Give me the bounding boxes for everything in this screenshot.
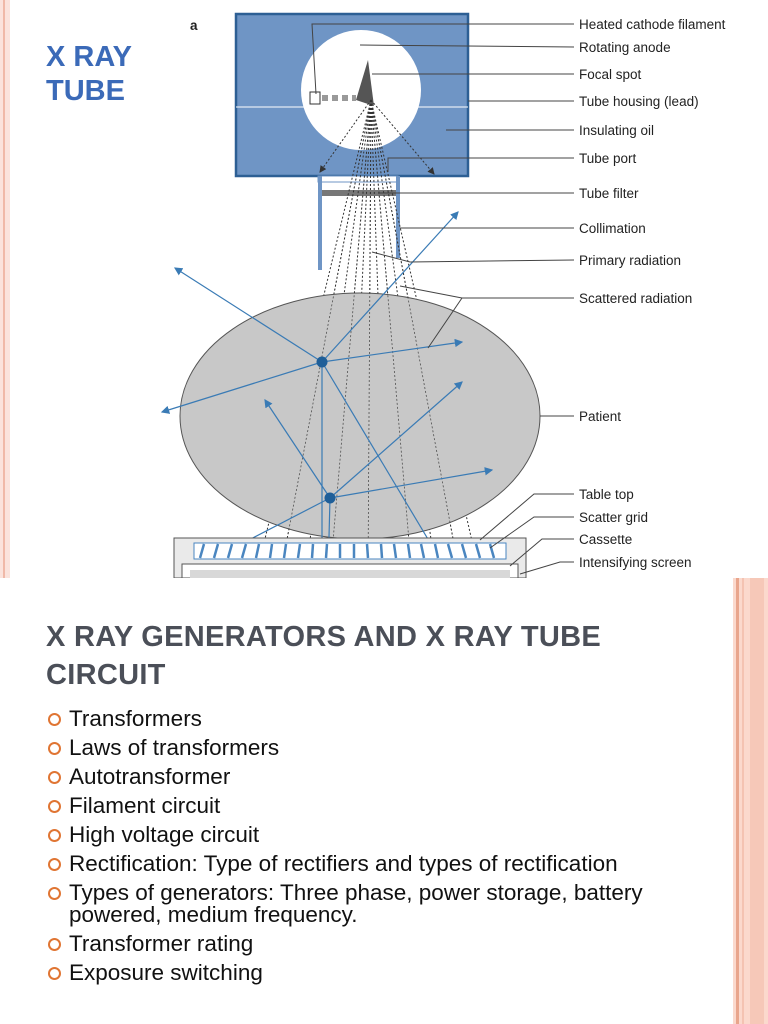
list-item-text: High voltage circuit xyxy=(69,822,260,847)
bullet-ring-icon xyxy=(48,858,61,871)
bullet-ring-icon xyxy=(48,967,61,980)
list-item-text: Autotransformer xyxy=(69,764,231,789)
bullet-ring-icon xyxy=(48,829,61,842)
left-decorative-stripe xyxy=(0,0,10,578)
list-item-text: Transformers xyxy=(69,706,202,731)
label-tube-filter: Tube filter xyxy=(579,186,639,201)
bullet-ring-icon xyxy=(48,713,61,726)
list-item: Filament circuit xyxy=(46,793,686,818)
grid-lamellae xyxy=(198,543,496,559)
label-insulating-oil: Insulating oil xyxy=(579,123,654,138)
list-item-text: Exposure switching xyxy=(69,960,263,985)
list-item-text: Transformer rating xyxy=(69,931,254,956)
bullet-ring-icon xyxy=(48,887,61,900)
topic-list: Transformers Laws of transformers Autotr… xyxy=(46,706,686,991)
scatter-point-1 xyxy=(316,356,328,368)
bullet-ring-icon xyxy=(48,771,61,784)
slide-title: X RAY TUBE xyxy=(46,41,132,107)
list-item: Rectification: Type of rectifiers and ty… xyxy=(46,851,686,876)
label-leader-lines xyxy=(311,23,575,575)
label-heated-cathode-filament: Heated cathode filament xyxy=(579,17,726,32)
list-item: Laws of transformers xyxy=(46,735,686,760)
list-item-text: Laws of transformers xyxy=(69,735,280,760)
list-item: Autotransformer xyxy=(46,764,686,789)
list-item: Transformers xyxy=(46,706,686,731)
label-patient: Patient xyxy=(579,409,621,424)
list-item: Transformer rating xyxy=(46,931,686,956)
label-tube-housing: Tube housing (lead) xyxy=(579,94,699,109)
bullet-ring-icon xyxy=(48,938,61,951)
list-item: High voltage circuit xyxy=(46,822,686,847)
right-decorative-band xyxy=(733,578,768,1024)
bullet-ring-icon xyxy=(48,742,61,755)
label-focal-spot: Focal spot xyxy=(579,67,642,82)
label-tube-port: Tube port xyxy=(579,151,637,166)
label-scatter-grid: Scatter grid xyxy=(579,510,648,525)
label-table-top: Table top xyxy=(579,487,634,502)
tube-filter xyxy=(322,190,396,196)
scatter-point-2 xyxy=(324,492,336,504)
label-scattered-radiation: Scattered radiation xyxy=(579,291,692,306)
label-primary-radiation: Primary radiation xyxy=(579,253,681,268)
bullet-ring-icon xyxy=(48,800,61,813)
cathode-filament xyxy=(309,91,321,105)
label-rotating-anode: Rotating anode xyxy=(579,40,671,55)
panel-label: a xyxy=(190,18,198,33)
label-collimation: Collimation xyxy=(579,221,646,236)
list-item: Types of generators: Three phase, power … xyxy=(46,880,686,927)
label-cassette: Cassette xyxy=(579,532,632,547)
list-item-text: Rectification: Type of rectifiers and ty… xyxy=(69,851,618,876)
intensifying-screen xyxy=(190,570,510,578)
scatter-grid xyxy=(193,542,507,560)
list-item-text: Filament circuit xyxy=(69,793,221,818)
label-intensifying-screen: Intensifying screen xyxy=(579,555,692,570)
anode-target xyxy=(356,60,374,106)
list-item: Exposure switching xyxy=(46,960,686,985)
list-item-text: Types of generators: Three phase, power … xyxy=(69,880,643,927)
xray-tube-diagram: a xyxy=(160,12,726,578)
patient xyxy=(179,292,541,540)
section-title: X RAY GENERATORS AND X RAY TUBE CIRCUIT xyxy=(46,621,602,691)
